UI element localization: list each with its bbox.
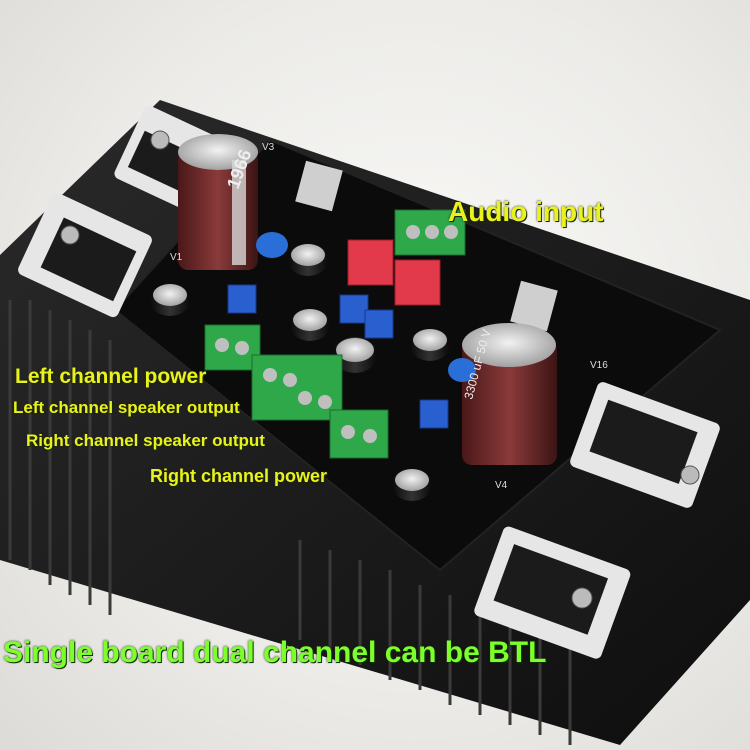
regulator-top [295,160,343,212]
right-channel-power-label: Right channel power [150,466,328,486]
silk-v16: V16 [590,360,608,371]
trimpot-2 [339,294,369,324]
transistor-left [18,192,152,318]
large-capacitor-left [178,134,258,270]
relay-1 [347,239,394,286]
left-channel-speaker-output-label: Left channel speaker output [13,398,240,417]
regulator-right [510,280,558,332]
silk-v3: V3 [262,142,275,153]
small-capacitors [150,232,476,501]
footer-caption: Single board dual channel can be BTL [3,636,547,669]
transistor-right [570,382,720,508]
trimpot-3 [364,309,394,339]
speaker-output-terminal [251,354,343,421]
left-power-terminal [204,324,261,371]
silk-v4: V4 [495,480,508,491]
right-channel-speaker-output-label: Right channel speaker output [26,431,265,450]
left-channel-power-label: Left channel power [15,365,207,388]
large-capacitor-right [462,323,557,465]
trimpot-1 [227,284,257,314]
trimpot-4 [419,399,449,429]
relay-2 [394,259,441,306]
right-power-terminal [329,409,389,459]
heatsink-fins [8,300,572,745]
audio-input-terminal [394,209,466,256]
transistor-bottom-right [474,526,631,659]
silk-v1: V1 [170,252,183,263]
audio-input-label: Audio input [448,196,604,227]
